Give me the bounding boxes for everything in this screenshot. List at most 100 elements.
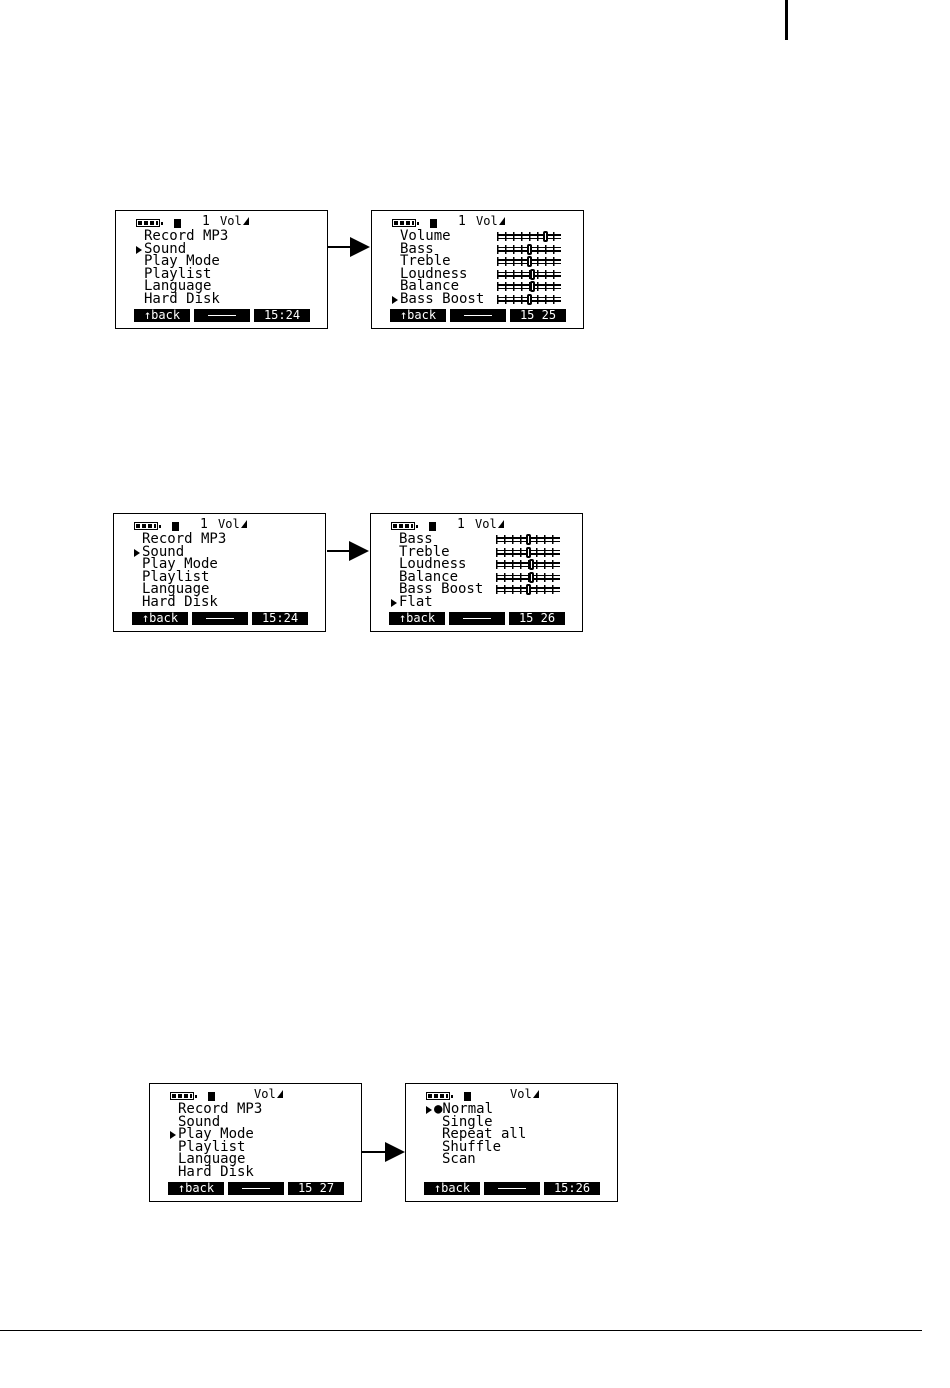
- menu-item[interactable]: Bass: [400, 242, 580, 256]
- level-slider[interactable]: [496, 559, 560, 570]
- center-soft-key[interactable]: [192, 612, 248, 625]
- menu-item[interactable]: Sound: [136, 240, 324, 257]
- dash-icon: [463, 617, 491, 620]
- menu-item[interactable]: Sound: [134, 545, 322, 559]
- menu-item[interactable]: ●Normal: [426, 1102, 614, 1116]
- menu-item-label: Treble: [399, 543, 450, 560]
- menu-item[interactable]: Play Mode: [170, 1127, 358, 1141]
- back-button[interactable]: ↑back: [389, 612, 445, 625]
- slider-knob[interactable]: [525, 546, 531, 558]
- center-soft-key[interactable]: [449, 612, 505, 625]
- slider-ticks: [497, 282, 561, 291]
- level-slider[interactable]: [497, 293, 561, 305]
- track-number: 1: [200, 517, 208, 532]
- menu-item[interactable]: Loudness: [400, 267, 580, 281]
- menu-item[interactable]: Playlist: [142, 570, 322, 584]
- level-slider[interactable]: [497, 281, 561, 292]
- menu-item[interactable]: Scan: [434, 1152, 614, 1166]
- battery-icon: [134, 522, 161, 530]
- back-button[interactable]: ↑back: [132, 612, 188, 625]
- back-button[interactable]: ↑back: [424, 1182, 480, 1195]
- menu-item-label: Record MP3: [142, 531, 227, 547]
- slider-knob[interactable]: [542, 231, 548, 242]
- center-soft-key[interactable]: [484, 1182, 540, 1195]
- menu-item[interactable]: Language: [142, 582, 322, 596]
- menu-item[interactable]: Playlist: [144, 267, 324, 281]
- back-button[interactable]: ↑back: [390, 309, 446, 322]
- menu-item-label: Language: [144, 278, 212, 294]
- level-slider[interactable]: [497, 256, 561, 267]
- clock-display: 15:24: [254, 309, 310, 322]
- volume-indicator: Vol: [510, 1088, 539, 1101]
- menu-item[interactable]: Record MP3: [144, 229, 324, 243]
- level-slider[interactable]: [496, 534, 560, 545]
- menu-item[interactable]: Bass Boost: [392, 292, 580, 306]
- center-soft-key[interactable]: [228, 1182, 284, 1195]
- menu-item[interactable]: Treble: [400, 254, 580, 268]
- menu-item[interactable]: Bass: [399, 531, 579, 547]
- level-slider[interactable]: [496, 584, 560, 595]
- slider-knob[interactable]: [529, 559, 535, 570]
- level-slider[interactable]: [497, 231, 561, 242]
- slider-knob[interactable]: [526, 243, 532, 255]
- clock-display: 15 27: [288, 1182, 344, 1195]
- menu-item[interactable]: Playlist: [178, 1140, 358, 1154]
- menu-item-label: Loudness: [399, 556, 467, 572]
- slider-knob[interactable]: [530, 281, 536, 292]
- hold-icon: [430, 219, 437, 228]
- level-slider[interactable]: [496, 571, 560, 583]
- slider-knob[interactable]: [526, 256, 532, 267]
- menu-item[interactable]: Flat: [391, 595, 579, 609]
- menu-item[interactable]: Repeat all: [434, 1127, 614, 1141]
- menu-item-label: Bass: [399, 531, 433, 547]
- menu-item[interactable]: Hard Disk: [178, 1165, 358, 1179]
- menu-item[interactable]: Volume: [400, 229, 580, 243]
- menu-item[interactable]: Single: [434, 1115, 614, 1129]
- menu-item[interactable]: Bass Boost: [399, 582, 579, 596]
- center-soft-key[interactable]: [194, 309, 250, 322]
- slider-knob[interactable]: [530, 268, 536, 280]
- slider-knob[interactable]: [525, 584, 531, 595]
- menu-item[interactable]: Language: [144, 278, 324, 294]
- menu-item[interactable]: Treble: [399, 543, 579, 560]
- menu-item[interactable]: Balance: [399, 570, 579, 584]
- clock-display: 15 26: [509, 612, 565, 625]
- volume-indicator: Vol: [218, 518, 247, 531]
- slider-ticks: [496, 572, 560, 582]
- center-soft-key[interactable]: [450, 309, 506, 322]
- menu-item[interactable]: Hard Disk: [142, 595, 322, 609]
- menu-item[interactable]: Sound: [178, 1115, 358, 1129]
- menu-item-label: Sound: [144, 240, 187, 257]
- clock-display: 15:24: [252, 612, 308, 625]
- volume-indicator: Vol: [254, 1088, 283, 1101]
- footer-divider: [0, 1330, 922, 1331]
- battery-icon: [136, 219, 163, 227]
- back-button[interactable]: ↑back: [134, 309, 190, 322]
- battery-level: [394, 221, 414, 225]
- level-slider[interactable]: [497, 243, 561, 255]
- track-number: 1: [457, 517, 465, 532]
- battery-level: [172, 1094, 192, 1098]
- level-slider[interactable]: [497, 268, 561, 280]
- menu-item-label: Language: [178, 1151, 246, 1167]
- menu-item[interactable]: Play Mode: [144, 254, 324, 268]
- menu-item[interactable]: Record MP3: [178, 1102, 358, 1116]
- menu-item[interactable]: Play Mode: [142, 557, 322, 571]
- hold-icon: [208, 1092, 215, 1101]
- menu-item[interactable]: Language: [178, 1151, 358, 1167]
- back-button[interactable]: ↑back: [168, 1182, 224, 1195]
- menu-item[interactable]: Shuffle: [434, 1140, 614, 1154]
- menu-item[interactable]: Hard Disk: [144, 292, 324, 306]
- menu-item[interactable]: Balance: [400, 279, 580, 293]
- slider-knob[interactable]: [529, 571, 535, 583]
- level-slider[interactable]: [496, 546, 560, 558]
- menu-item[interactable]: Loudness: [399, 556, 579, 572]
- slider-knob[interactable]: [525, 534, 531, 545]
- slider-knob[interactable]: [526, 293, 532, 305]
- menu-item[interactable]: Record MP3: [142, 531, 322, 547]
